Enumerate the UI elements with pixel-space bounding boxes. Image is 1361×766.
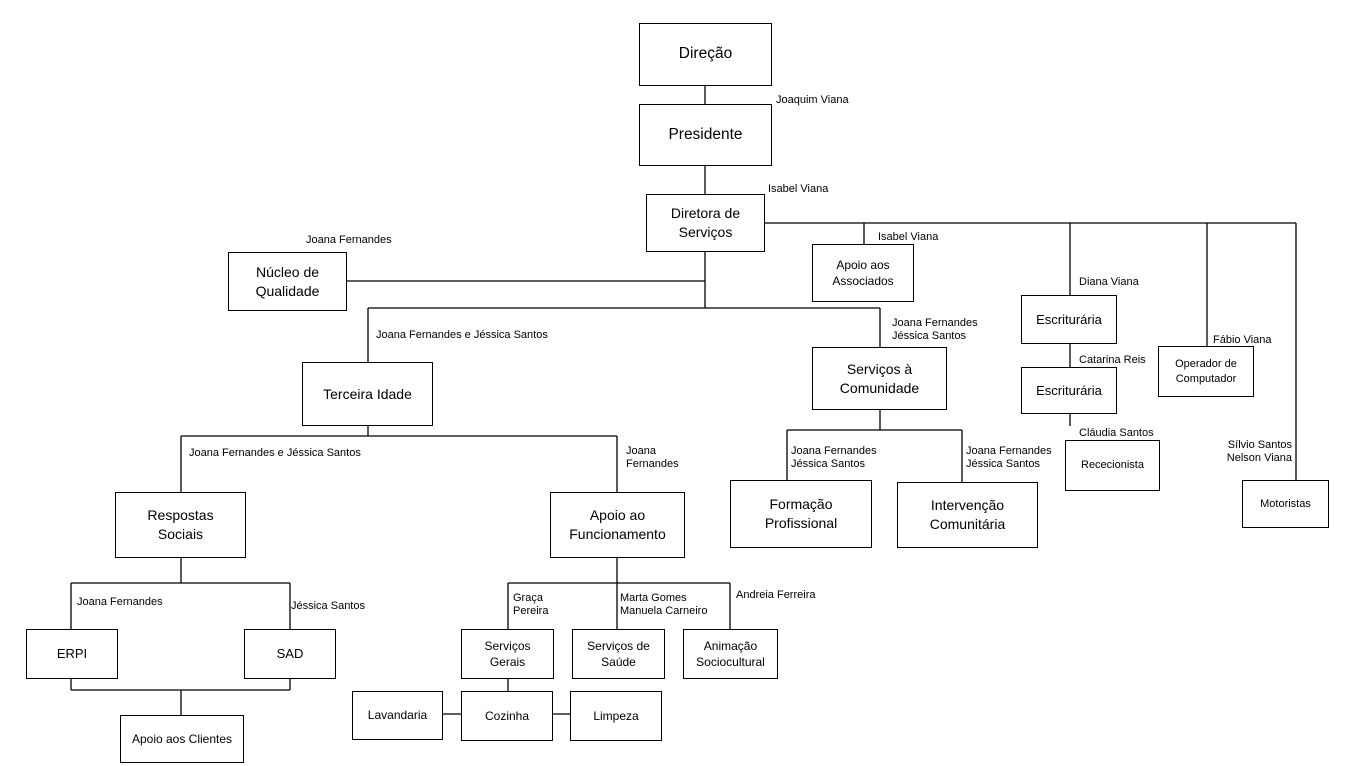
label-joaquim-viana: Joaquim Viana (776, 94, 849, 106)
label-apoio-funcionamento-resp: Joana Fernandes (626, 445, 679, 470)
label-catarina-reis: Catarina Reis (1079, 354, 1146, 366)
limpeza-box: Limpeza (570, 691, 662, 741)
label-diana-viana: Diana Viana (1079, 276, 1139, 288)
servicos-saude-box: Serviços de Saúde (572, 629, 665, 679)
label-terceira-idade-resp: Joana Fernandes e Jéssica Santos (376, 329, 548, 341)
label-motoristas-names: Sílvio Santos Nelson Viana (1226, 439, 1292, 464)
nucleo-qualidade-box: Núcleo de Qualidade (228, 252, 347, 311)
label-formacao-resp: Joana Fernandes Jéssica Santos (791, 445, 877, 470)
label-servicos-saude-resp: Marta Gomes Manuela Carneiro (620, 592, 708, 617)
label-isabel-viana-associados: Isabel Viana (878, 231, 939, 243)
animacao-sociocultural-box: Animação Sociocultural (683, 629, 778, 679)
apoio-funcionamento-box: Apoio ao Funcionamento (550, 492, 685, 558)
label-joana-nucleo: Joana Fernandes (306, 234, 392, 246)
formacao-profissional-box: Formação Profissional (730, 480, 872, 548)
intervencao-comunitaria-box: Intervenção Comunitária (897, 482, 1038, 548)
escrituraria-2-box: Escriturária (1021, 367, 1117, 414)
lavandaria-box: Lavandaria (352, 691, 443, 740)
rececionista-box: Rececionista (1065, 440, 1160, 491)
label-respostas-sociais-resp: Joana Fernandes e Jéssica Santos (189, 447, 361, 459)
respostas-sociais-box: Respostas Sociais (115, 492, 246, 558)
label-servicos-gerais-resp: Graça Pereira (513, 592, 549, 617)
label-sad-resp: Jéssica Santos (291, 600, 365, 612)
direcao-box: Direção (639, 23, 772, 86)
label-intervencao-resp: Joana Fernandes Jéssica Santos (966, 445, 1052, 470)
label-fabio-viana: Fábio Viana (1213, 334, 1272, 346)
operador-computador-box: Operador de Computador (1158, 346, 1254, 397)
escrituraria-1-box: Escriturária (1021, 295, 1117, 344)
label-servicos-comunidade-resp: Joana Fernandes Jéssica Santos (892, 317, 978, 342)
servicos-gerais-box: Serviços Gerais (461, 629, 554, 679)
presidente-box: Presidente (639, 104, 772, 166)
servicos-comunidade-box: Serviços à Comunidade (812, 347, 947, 410)
label-isabel-viana-diretora: Isabel Viana (768, 183, 829, 195)
motoristas-box: Motoristas (1242, 480, 1329, 528)
apoio-clientes-box: Apoio aos Clientes (120, 715, 244, 763)
erpi-box: ERPI (26, 629, 118, 679)
diretora-servicos-box: Diretora de Serviços (646, 194, 765, 252)
label-animacao-resp: Andreia Ferreira (736, 589, 816, 601)
label-claudia-santos: Cláudia Santos (1079, 427, 1154, 439)
sad-box: SAD (244, 629, 336, 679)
label-erpi-resp: Joana Fernandes (77, 596, 163, 608)
terceira-idade-box: Terceira Idade (302, 362, 433, 426)
apoio-associados-box: Apoio aos Associados (812, 244, 914, 302)
cozinha-box: Cozinha (461, 691, 553, 741)
